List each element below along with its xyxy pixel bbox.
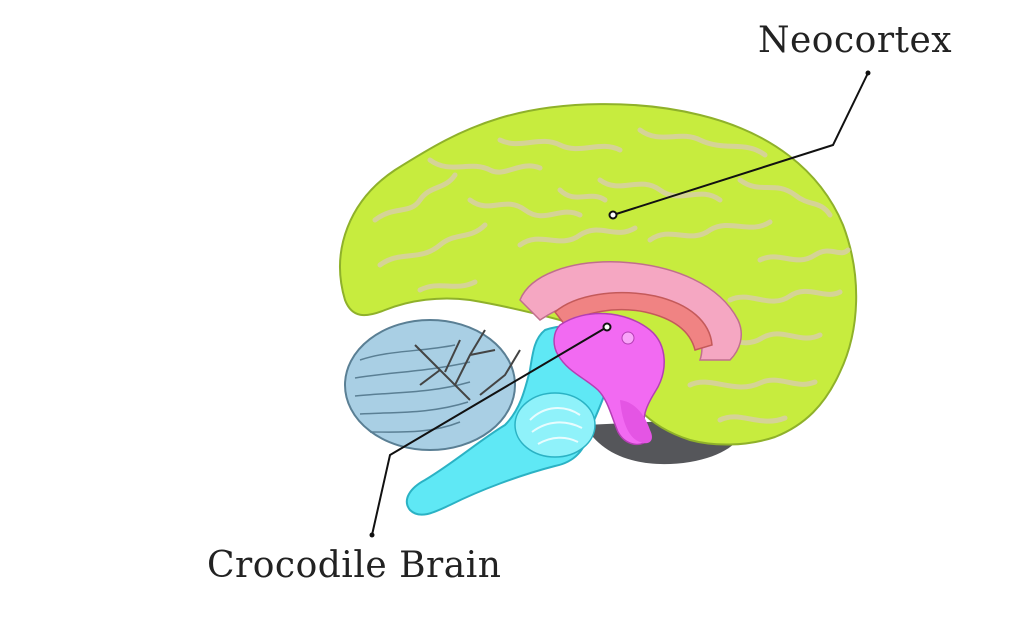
- corpus-callosum: [553, 291, 713, 351]
- crocodile-brain-label: Crocodile Brain: [207, 545, 502, 586]
- arbor-vitae: [414, 329, 521, 401]
- pons-fibers: [529, 407, 583, 445]
- cerebellum-folia: [354, 344, 471, 433]
- pons: [514, 392, 596, 458]
- crocodile-brain-leader-line: [371, 326, 608, 536]
- crocodile-brain-leader-end: [369, 532, 375, 538]
- neocortex-leader-line: [612, 72, 869, 216]
- neocortex-leader-end: [865, 70, 871, 76]
- thalamus-nucleus: [621, 331, 635, 345]
- cortex-sulci: [372, 127, 851, 424]
- hypothalamus: [620, 400, 652, 444]
- neocortex-leader-dot: [608, 210, 618, 220]
- crocodile-brain-leader-dot: [602, 322, 612, 332]
- neocortex-label: Neocortex: [758, 20, 953, 61]
